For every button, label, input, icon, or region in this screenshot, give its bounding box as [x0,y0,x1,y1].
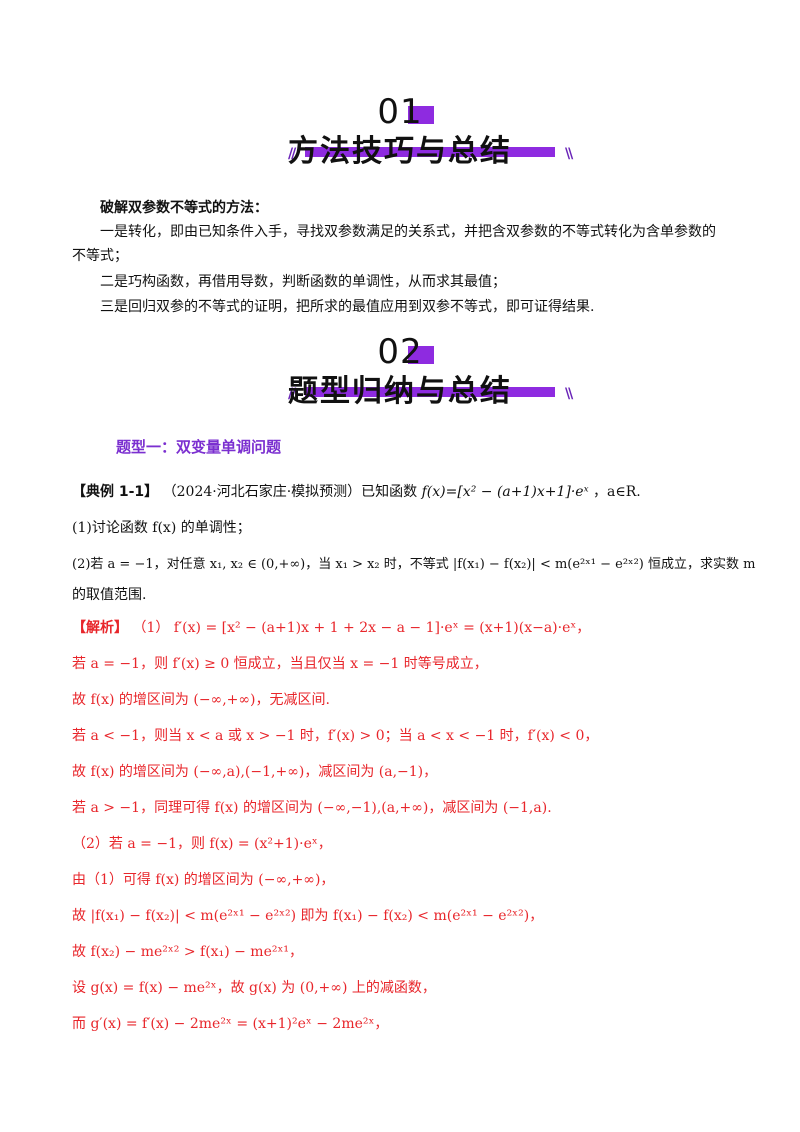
number-highlight [408,346,434,364]
solution-line-1: 【解析】 （1） f′(x) = [x² − (a+1)x + 1 + 2x −… [72,618,590,638]
solution-step: （1） f′(x) = [x² − (a+1)x + 1 + 2x − a − … [132,620,591,636]
example-function: f(x)=[x² − (a+1)x+1]·eˣ [421,484,589,500]
number-highlight [408,106,434,124]
solution-line-6: 若 a > −1，同理可得 f(x) 的增区间为 (−∞,−1),(a,+∞)，… [72,800,552,816]
solution-line-11: 设 g(x) = f(x) − me²ˣ，故 g(x) 为 (0,+∞) 上的减… [72,980,436,996]
decor-slash-right: \\ [565,146,573,162]
solution-line-2: 若 a = −1，则 f′(x) ≥ 0 恒成立，当且仅当 x = −1 时等号… [72,656,488,672]
section-title: 方法技巧与总结 [288,134,512,169]
method-heading: 破解双参数不等式的方法： [100,200,268,216]
question-1: (1)讨论函数 f(x) 的单调性； [72,520,251,536]
section-number: 02 [377,332,423,372]
decor-slash-right: \\ [565,386,573,402]
solution-line-9: 故 |f(x₁) − f(x₂)| < m(e²ˣ¹ − e²ˣ²) 即为 f(… [72,908,544,924]
solution-line-3: 故 f(x) 的增区间为 (−∞,+∞)，无减区间. [72,692,330,708]
method-line-1b: 不等式； [72,248,128,264]
section-banner-2: 02 题型归纳与总结 // \\ [0,332,800,422]
example-condition: ，a∈R. [593,484,641,500]
method-line-1a: 一是转化，即由已知条件入手，寻找双参数满足的关系式，并把含双参数的不等式转化为含… [100,224,716,240]
method-line-3: 三是回归双参的不等式的证明，把所求的最值应用到双参不等式，即可证得结果. [100,299,595,315]
solution-line-10: 故 f(x₂) − me²ˣ² > f(x₁) − me²ˣ¹， [72,944,304,960]
decor-slash-left: // [288,386,296,402]
section-number: 01 [377,92,423,132]
section-title: 题型归纳与总结 [288,374,512,409]
solution-line-4: 若 a < −1，则当 x < a 或 x > −1 时，f′(x) > 0；当… [72,728,599,744]
title-underline-bar [305,147,555,157]
title-underline-bar [305,387,555,397]
section-banner-1: 01 方法技巧与总结 // \\ [0,92,800,182]
solution-line-5: 故 f(x) 的增区间为 (−∞,a),(−1,+∞)，减区间为 (a,−1)， [72,764,438,780]
question-2b: 的取值范围. [72,587,147,603]
example-label: 【典例 1-1】 [72,484,159,500]
method-line-2: 二是巧构函数，再借用导数，判断函数的单调性，从而求其最值； [100,274,506,290]
solution-line-8: 由（1）可得 f(x) 的增区间为 (−∞,+∞)， [72,872,335,888]
solution-line-7: （2）若 a = −1，则 f(x) = (x²+1)·eˣ， [72,836,332,852]
example-line: 【典例 1-1】 （2024·河北石家庄·模拟预测）已知函数 f(x)=[x² … [72,482,641,502]
decor-slash-left: // [288,146,296,162]
solution-line-12: 而 g′(x) = f′(x) − 2me²ˣ = (x+1)²eˣ − 2me… [72,1016,389,1032]
type-heading: 题型一：双变量单调问题 [116,438,282,456]
question-2a: (2)若 a = −1，对任意 x₁, x₂ ∈ (0,+∞)，当 x₁ > x… [72,557,756,572]
example-source: （2024·河北石家庄·模拟预测）已知函数 [162,484,418,500]
solution-label: 【解析】 [72,620,128,636]
